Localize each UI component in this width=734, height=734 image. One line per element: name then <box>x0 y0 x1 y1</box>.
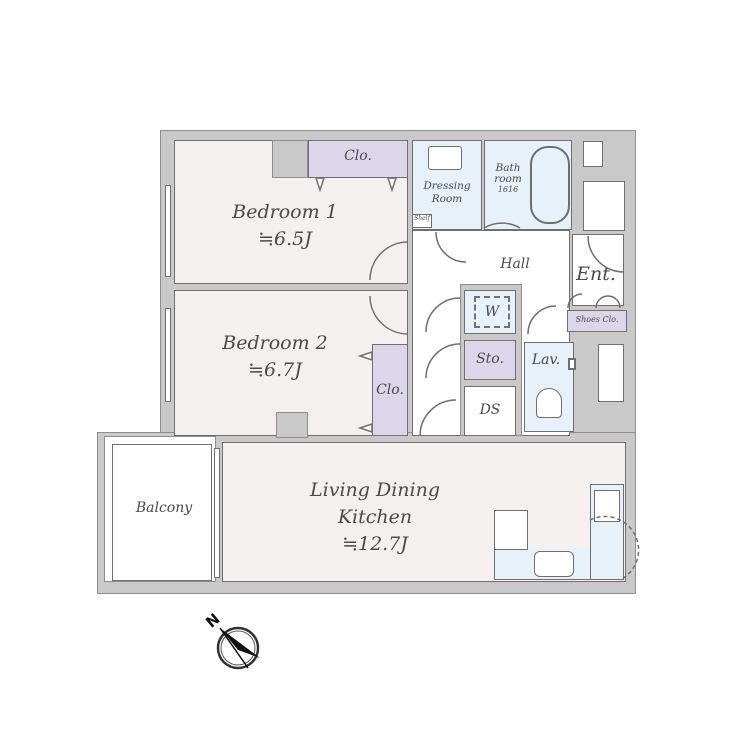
balcony-label: Balcony <box>135 500 193 516</box>
washer-outline <box>474 296 510 328</box>
ldk-window <box>214 448 220 578</box>
bathtub <box>530 146 570 224</box>
toilet-icon <box>536 388 562 418</box>
exterior-unit-2 <box>583 181 625 231</box>
ldk-label-2: Kitchen <box>337 506 413 528</box>
door-washer <box>425 297 461 333</box>
exterior-unit-1 <box>583 141 603 167</box>
door-entrance <box>587 235 625 273</box>
window-bedroom-2 <box>165 308 171 402</box>
dressing-label-2: Room <box>431 193 463 205</box>
closet-1-pull-2 <box>386 177 398 193</box>
washer-label: W <box>484 304 500 320</box>
kitchen-door <box>589 515 640 581</box>
bedroom-1-area: ≒6.5J <box>258 228 312 250</box>
exterior-unit-3 <box>598 344 624 402</box>
shelf-label: Shelf <box>414 215 430 222</box>
shoes-closet <box>567 310 627 332</box>
bath-label-2: room <box>494 173 522 185</box>
door-bedroom-2 <box>369 295 409 335</box>
closet-2 <box>372 344 408 436</box>
ldk-area: ≒12.7J <box>342 533 408 555</box>
closet-2-pull-2 <box>357 422 373 434</box>
bedroom-2-column <box>276 412 308 438</box>
bedroom-2-label: Bedroom 2 <box>222 332 328 354</box>
bath-label-1: Bath <box>495 162 521 174</box>
bedroom-1-column <box>272 140 308 178</box>
bedroom-1-label: Bedroom 1 <box>232 201 338 223</box>
door-dressing <box>435 231 467 263</box>
closet-2-label: Clo. <box>376 382 404 398</box>
ldk-label-1: Living Dining <box>310 479 440 501</box>
duct-space <box>464 386 516 436</box>
door-ds <box>419 399 457 437</box>
door-bedroom-1 <box>369 241 409 281</box>
window-bedroom-1 <box>165 185 171 277</box>
wash-basin <box>428 146 462 170</box>
door-storage <box>425 343 461 379</box>
kitchen-counter <box>494 510 528 550</box>
entrance-label: Ent. <box>576 263 616 285</box>
closet-2-pull-1 <box>357 350 373 362</box>
bedroom-2-area: ≒6.7J <box>248 359 302 381</box>
door-shoes-1 <box>567 293 583 309</box>
door-bathroom <box>483 222 521 229</box>
shoes-closet-label: Shoes Clo. <box>575 315 619 324</box>
north-arrow-icon: N <box>202 610 260 670</box>
door-shoes-3 <box>607 295 621 309</box>
duct-space-label: DS <box>479 402 501 418</box>
lavatory-label: Lav. <box>531 352 561 368</box>
storage-label: Sto. <box>476 351 504 367</box>
storage <box>464 340 516 380</box>
kitchen-sink <box>534 551 574 577</box>
balcony-inner <box>112 444 212 581</box>
door-shoes-2 <box>595 295 609 309</box>
closet-1-pull-1 <box>314 177 326 193</box>
door-lavatory <box>527 305 557 335</box>
dressing-label-1: Dressing <box>423 180 471 192</box>
closet-1 <box>308 140 408 178</box>
lavatory-handle <box>568 358 576 370</box>
bath-size: 1616 <box>497 185 519 194</box>
hall-label: Hall <box>500 256 530 272</box>
shelf <box>412 214 432 228</box>
closet-1-label: Clo. <box>344 148 372 164</box>
